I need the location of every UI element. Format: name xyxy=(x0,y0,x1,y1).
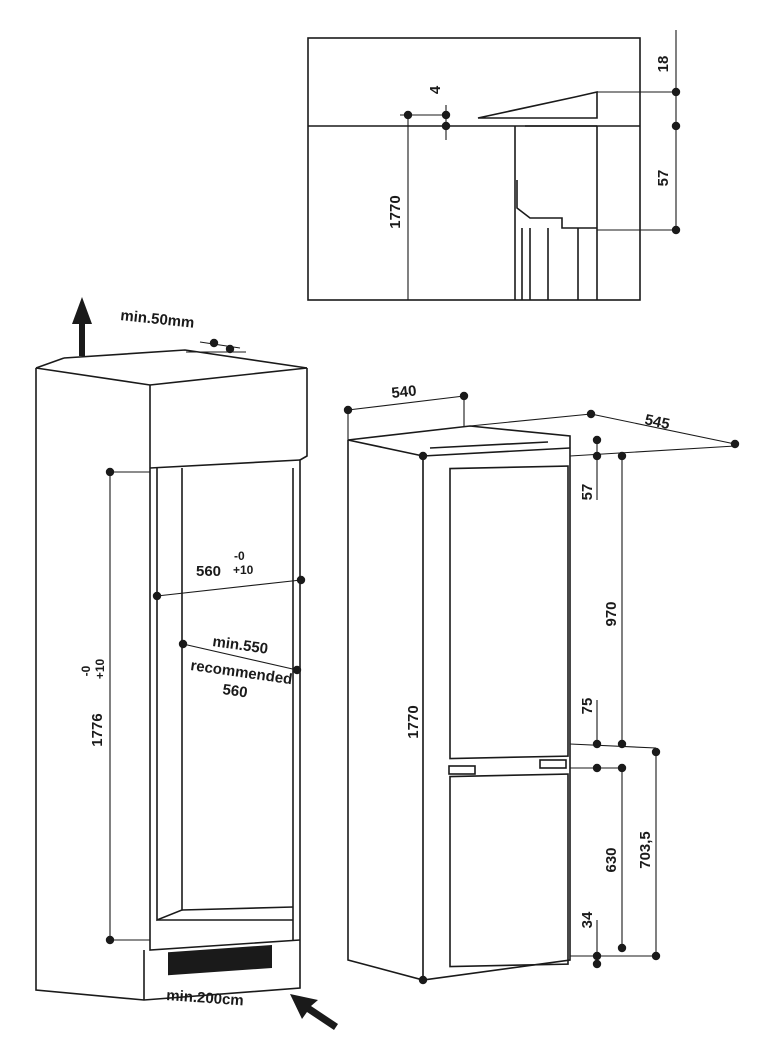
appliance-gap: 75 xyxy=(579,698,596,715)
cabinet-height: 1776 xyxy=(89,713,106,746)
detail-dots xyxy=(403,87,681,235)
cabinet-height-tol-minus: -0 xyxy=(79,665,93,676)
cabinet-drawing xyxy=(35,297,308,1001)
detail-dim-gap: 4 xyxy=(427,85,444,94)
detail-dim-top: 18 xyxy=(655,56,672,73)
cabinet-height-tol-plus: +10 xyxy=(93,658,107,679)
appliance-dots xyxy=(343,391,740,985)
appliance-height: 1770 xyxy=(405,705,422,738)
appliance-bottom-offset: 34 xyxy=(579,911,596,928)
cabinet-depth-recommended-value: 560 xyxy=(221,681,248,701)
cabinet-width-tol-minus: -0 xyxy=(234,549,245,563)
appliance-depth: 545 xyxy=(643,411,671,433)
airflow-in-arrow-icon xyxy=(290,994,338,1030)
cabinet-width: 560 xyxy=(196,563,221,580)
appliance-drawing xyxy=(347,395,736,981)
airflow-up-arrow-icon xyxy=(72,297,92,356)
cabinet-depth-min: min.550 xyxy=(211,633,269,658)
cabinet-dim-lines xyxy=(109,471,302,941)
detail-panel xyxy=(307,30,677,301)
appliance-lower-door: 630 xyxy=(603,847,620,872)
cabinet-dots xyxy=(105,338,306,945)
cabinet-min-top-gap: min.50mm xyxy=(120,307,196,332)
appliance-top-offset: 57 xyxy=(579,484,596,501)
appliance-width: 540 xyxy=(391,382,418,402)
appliance-lower-total: 703,5 xyxy=(637,831,654,869)
appliance-upper-door: 970 xyxy=(603,601,620,626)
detail-dim-vent: 57 xyxy=(655,170,672,187)
cabinet-width-tol-plus: +10 xyxy=(233,563,254,577)
cabinet-min-vent: min.200cm xyxy=(166,987,245,1009)
detail-dim-height: 1770 xyxy=(387,195,404,228)
